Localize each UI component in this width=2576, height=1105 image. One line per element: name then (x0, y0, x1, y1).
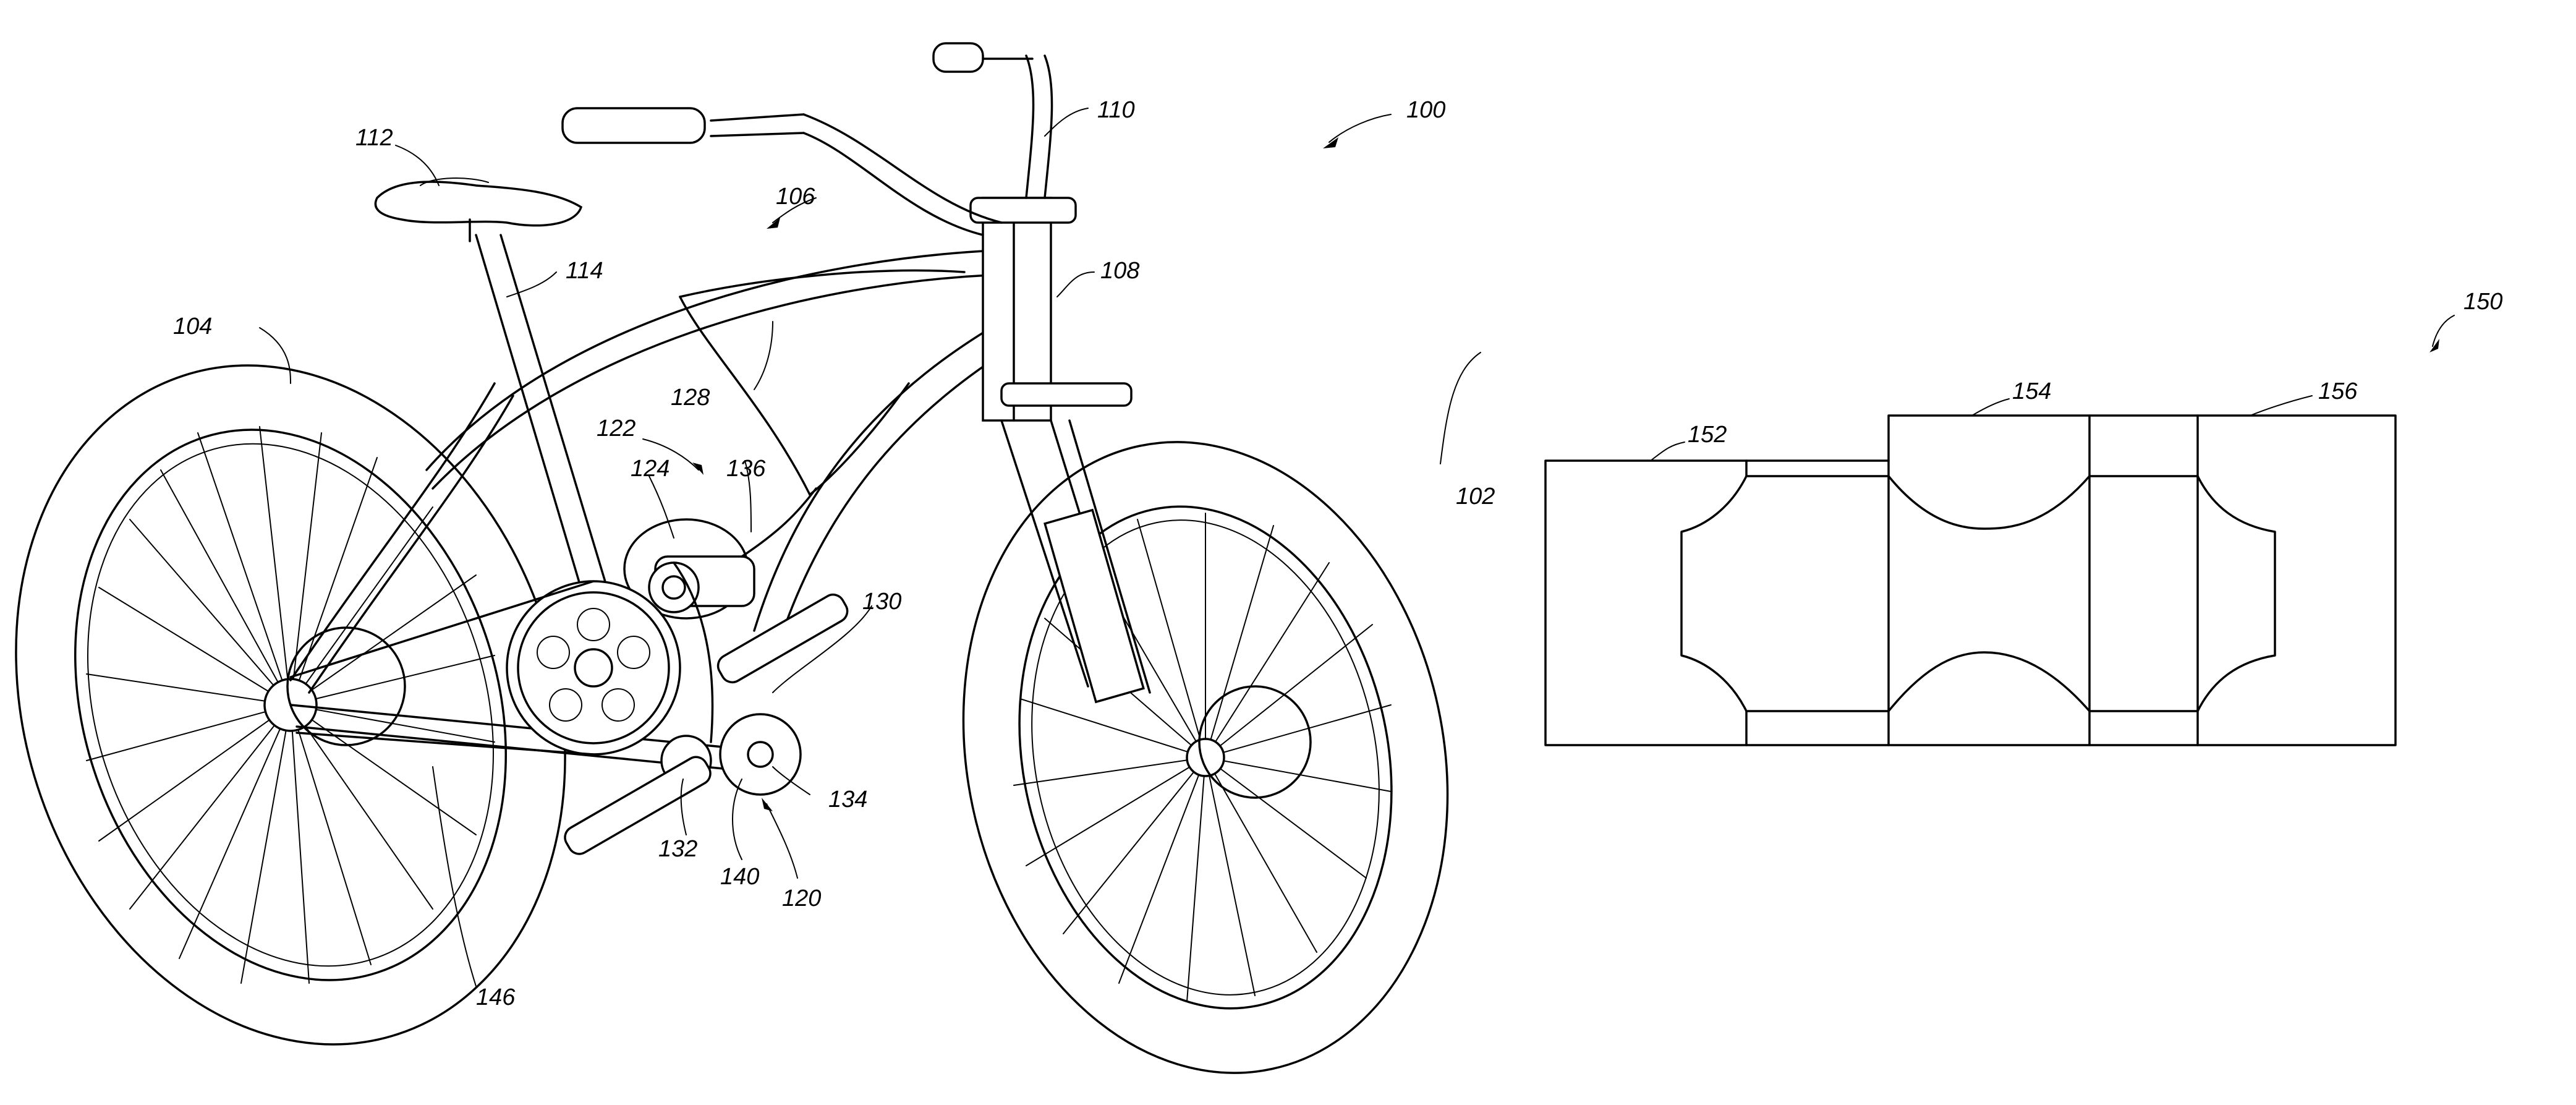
front-wheel (906, 396, 1504, 1105)
label-130: 130 (862, 589, 901, 615)
label-128: 128 (671, 385, 710, 411)
label-134: 134 (828, 787, 867, 813)
label-114: 114 (566, 258, 603, 284)
label-154: 154 (2012, 378, 2051, 404)
label-104: 104 (173, 314, 212, 339)
label-132: 132 (658, 836, 697, 862)
label-150: 150 (2463, 289, 2502, 315)
reference-labels: 100 102 104 106 108 110 112 114 120 122 … (173, 97, 2502, 1010)
label-120: 120 (782, 885, 821, 911)
label-100: 100 (1406, 97, 1445, 123)
label-102: 102 (1456, 484, 1495, 510)
label-110: 110 (1097, 97, 1135, 123)
label-136: 136 (726, 456, 766, 482)
label-108: 108 (1100, 258, 1139, 284)
label-152: 152 (1688, 422, 1727, 448)
label-146: 146 (476, 984, 516, 1010)
label-124: 124 (631, 456, 670, 482)
seat (375, 178, 581, 241)
label-122: 122 (597, 416, 635, 442)
block-outline (1545, 416, 2395, 745)
leader-lines (260, 108, 2454, 986)
label-140: 140 (720, 864, 759, 890)
motor-drive (291, 489, 851, 858)
label-112: 112 (355, 125, 393, 151)
label-106: 106 (776, 184, 815, 210)
inner-shape (1681, 476, 2275, 711)
block-diagram (1545, 416, 2395, 745)
label-156: 156 (2318, 378, 2358, 404)
bicycle-drawing (0, 43, 1505, 1105)
